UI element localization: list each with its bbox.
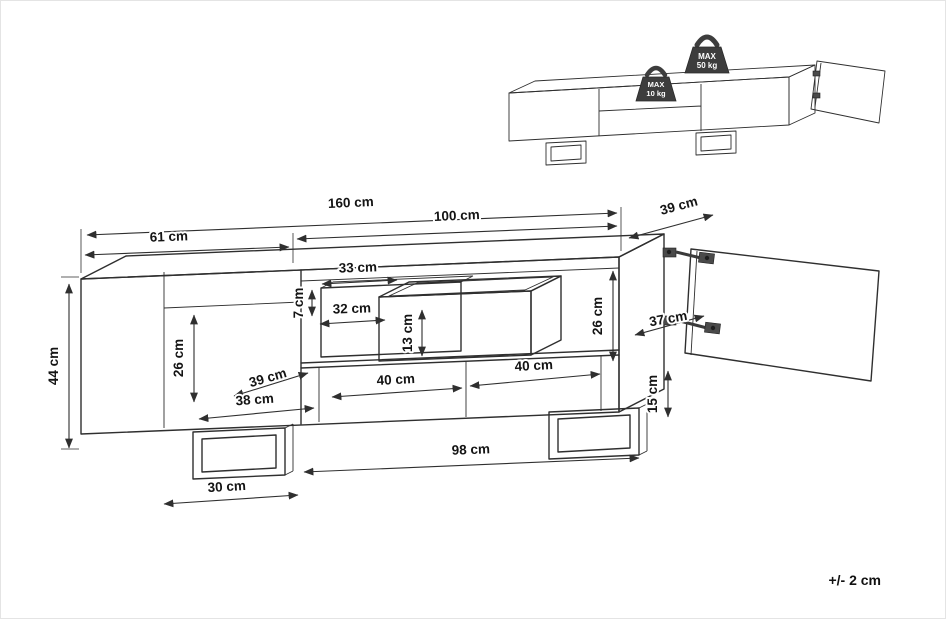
dim-label-middle-compartment-width: 40 cm	[376, 371, 415, 388]
dim-drawer-height: 13 cm	[398, 309, 426, 357]
tolerance-note: +/- 2 cm	[828, 572, 881, 588]
drawer-right-side	[530, 275, 562, 356]
max-50kg-weight-icon: MAX 50 kg	[684, 34, 730, 74]
open-right-door	[684, 248, 880, 382]
dim-label-leg-height: 15 cm	[645, 375, 660, 413]
dim-left-compartment-height: 26 cm	[169, 314, 198, 403]
pulled-out-drawer	[378, 275, 562, 362]
left-leg	[192, 423, 294, 480]
drawer-opening	[320, 281, 462, 358]
dim-label-drawer-height: 13 cm	[400, 314, 415, 352]
dim-right-compartment-height: 26 cm	[588, 270, 617, 362]
dim-label-leg-width: 30 cm	[207, 478, 246, 495]
dim-left-compartment-width: 38 cm	[198, 389, 315, 423]
dim-label-right-section-width: 100 cm	[434, 207, 480, 224]
max-50kg-label-line1: MAX	[698, 52, 716, 61]
dim-depth: 39 cm	[628, 191, 714, 240]
dim-label-drawer-opening-width: 33 cm	[338, 259, 377, 275]
dim-label-right-compartment-height: 26 cm	[590, 297, 605, 335]
dim-label-left-door-width: 61 cm	[149, 228, 188, 244]
dim-label-left-compartment-height: 26 cm	[171, 339, 186, 377]
dim-leg-width: 30 cm	[163, 476, 299, 508]
inset-door-panel	[810, 60, 886, 124]
inset-right-leg	[695, 130, 737, 156]
dim-label-total-height: 44 cm	[46, 347, 61, 385]
dim-label-left-compartment-width: 38 cm	[235, 391, 274, 409]
dim-left-door-width: 61 cm	[84, 226, 290, 259]
cabinet-right-inner-side	[618, 233, 665, 413]
dim-leg-span: 98 cm	[303, 439, 640, 476]
dim-total-height: 44 cm	[44, 283, 73, 449]
shelf-lines	[300, 349, 620, 369]
max-50kg-label-line2: 50 kg	[697, 61, 718, 70]
dim-label-drawer-width: 32 cm	[332, 300, 371, 316]
dim-label-leg-span: 98 cm	[451, 441, 490, 458]
max-10kg-label-line1: MAX	[648, 80, 665, 89]
dim-drawer-width: 32 cm	[319, 298, 386, 328]
door-thickness-line	[690, 250, 698, 356]
dim-drawer-gap-height: 7 cm	[289, 286, 316, 320]
inset-cabinet-right-side	[788, 64, 816, 126]
dim-right-compartment-width: 40 cm	[469, 355, 601, 390]
dim-leg-height: 15 cm	[643, 370, 672, 418]
drawer-inner-opening	[388, 276, 554, 297]
inset-cabinet-interior-lines	[598, 84, 702, 136]
max-10kg-weight-icon: MAX 10 kg	[635, 65, 677, 102]
dim-right-section-width: 100 cm	[296, 205, 618, 243]
inset-load-diagram: MAX 10 kg MAX 50 kg	[508, 34, 886, 166]
dim-total-width: 160 cm	[86, 192, 618, 239]
inset-hinge-bottom-icon	[812, 92, 821, 99]
dim-label-total-width: 160 cm	[328, 194, 374, 211]
dimension-annotations: 160 cm 100 cm 61 cm 39 cm 33 cm 7 cm 32 …	[44, 191, 714, 508]
dim-middle-compartment-width: 40 cm	[331, 369, 463, 401]
dim-label-right-compartment-width: 40 cm	[514, 357, 553, 374]
left-section-lines	[163, 272, 302, 428]
dim-label-depth: 39 cm	[658, 193, 699, 217]
dim-label-compartment-depth: 39 cm	[247, 365, 288, 390]
door-panel	[684, 248, 880, 382]
max-10kg-label-line2: 10 kg	[646, 89, 666, 98]
dim-label-drawer-gap-height: 7 cm	[291, 288, 306, 319]
hinge-top	[662, 247, 715, 265]
inset-left-leg	[545, 140, 587, 166]
dim-drawer-opening-width: 33 cm	[321, 257, 398, 288]
lower-dividers	[318, 355, 602, 422]
dim-label-door-width: 37 cm	[648, 308, 688, 329]
inset-hinge-top-icon	[812, 70, 821, 77]
extension-lines	[61, 207, 622, 450]
